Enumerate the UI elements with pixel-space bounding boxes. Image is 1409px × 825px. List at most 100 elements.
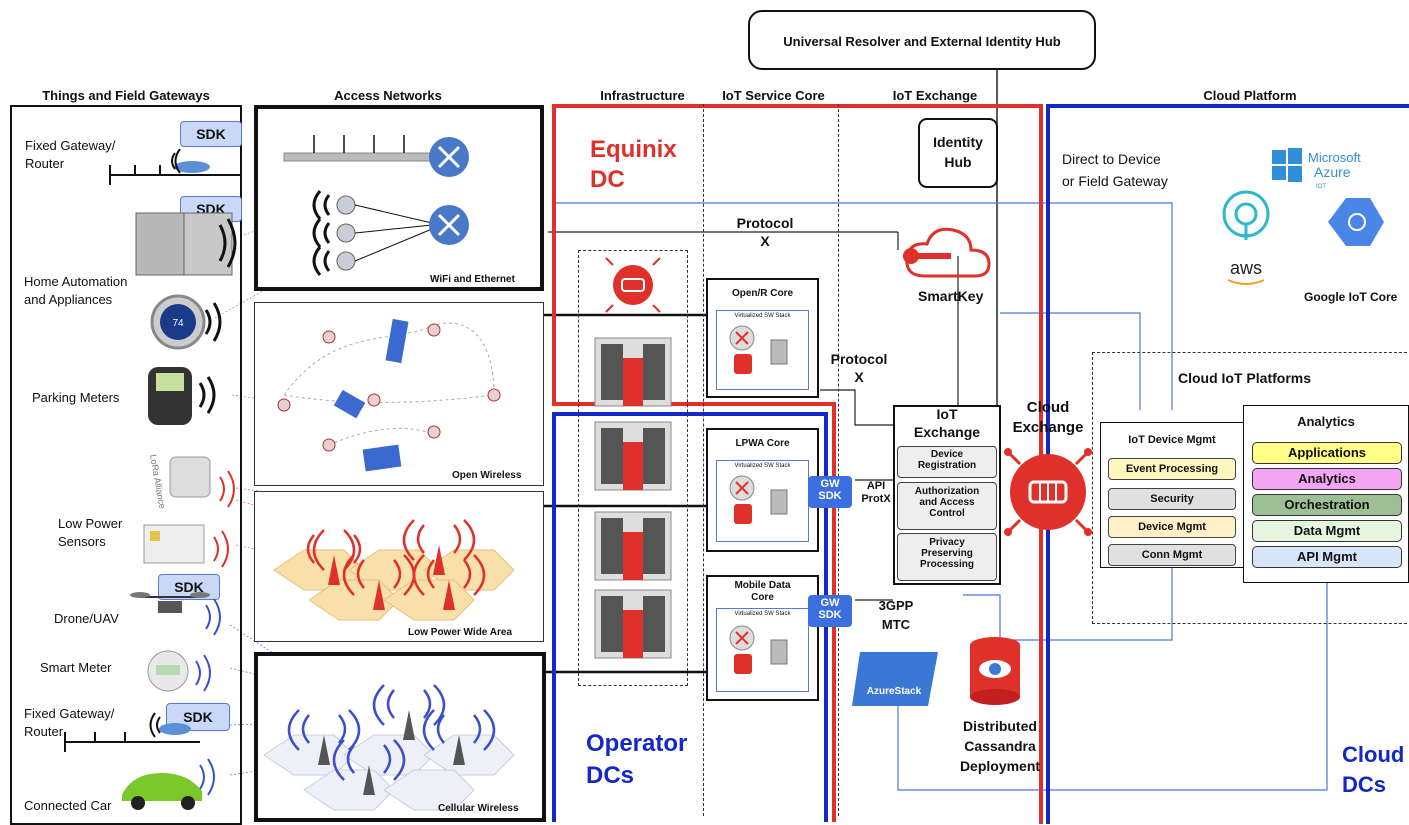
- device-mgmt-item-3: Conn Mgmt: [1108, 544, 1236, 566]
- cloud-dcs-title: Cloud DCs: [1342, 740, 1404, 800]
- car-icon: [122, 758, 215, 810]
- router-icon: [109, 148, 240, 185]
- cloud-exchange-icon: [1004, 448, 1092, 536]
- stack-icons: [729, 325, 788, 674]
- fixed-gateway-label-1: Fixed Gateway/ Router: [25, 138, 116, 171]
- cloud-iot-platforms-frame: [1092, 352, 1409, 624]
- low-power-sensors-label: Low Power Sensors: [58, 516, 123, 549]
- mobile-stack: Virtualized SW Stack: [716, 608, 809, 692]
- drone-icon: [130, 592, 221, 636]
- azurestack-icon: AzureStack: [852, 652, 938, 706]
- header-infrastructure: Infrastructure: [600, 88, 685, 103]
- equinix-logo-icon: [605, 257, 661, 313]
- wifi-router-icons: [312, 190, 469, 276]
- access-network-art: [263, 135, 515, 811]
- google-iot-label: Google IoT Core: [1304, 290, 1398, 304]
- equinix-title-1: Equinix: [590, 136, 677, 163]
- ethernet-bus-icon: [283, 135, 469, 177]
- server-icon-stack: [770, 339, 788, 665]
- database-icon-stack: [734, 354, 752, 674]
- gw-sdk-badge-2: GW SDK: [808, 595, 852, 627]
- parking-meters-label: Parking Meters: [32, 390, 120, 405]
- svg-text:Microsoft: Microsoft: [1308, 150, 1361, 165]
- aws-logo: aws: [1222, 190, 1270, 285]
- connected-car-label: Connected Car: [24, 798, 112, 813]
- router-icon-2: [64, 712, 200, 752]
- header-access: Access Networks: [334, 88, 442, 103]
- analytics-item-1: Analytics: [1252, 468, 1402, 490]
- operator-title: Operator DCs: [586, 728, 687, 792]
- open-r-stack: Virtualized SW Stack: [716, 310, 809, 390]
- wifi-ethernet-label: WiFi and Ethernet: [430, 274, 515, 285]
- identity-hub-label: Identity Hub: [933, 134, 983, 170]
- cloud-dcs-title-1: Cloud: [1342, 742, 1405, 767]
- mesh-nodes: [277, 323, 501, 452]
- iot-exchange-item-2: Privacy Preserving Processing: [897, 533, 997, 581]
- iot-device-mgmt-title: IoT Device Mgmt: [1128, 434, 1216, 446]
- cellular-wireless-label: Cellular Wireless: [438, 803, 519, 814]
- things-icons: 74 LoRa Alliance: [64, 148, 240, 810]
- lpwa-stack-label: Virtualized SW Stack: [734, 463, 791, 469]
- equinix-title: Equinix DC: [590, 135, 677, 195]
- open-r-core-label: Open/R Core: [731, 288, 794, 299]
- smart-meter-icon: [147, 650, 211, 692]
- 3gpp-mtc-label: 3GPP MTC: [878, 598, 914, 632]
- lora-sensor-icon: LoRa Alliance: [148, 454, 235, 510]
- svg-text:Azure: Azure: [1314, 164, 1351, 180]
- smartkey-label: SmartKey: [918, 288, 984, 304]
- svg-text:74: 74: [172, 318, 184, 329]
- iot-exchange-item-1: Authorization and Access Control: [897, 482, 997, 530]
- iot-exchange-item-0: Device Registration: [897, 446, 997, 478]
- home-automation-label: Home Automation and Appliances: [24, 274, 128, 307]
- thermostat-icon: 74: [150, 294, 222, 350]
- lpwa-core-label: LPWA Core: [735, 438, 790, 449]
- wifi-ethernet-panel: [254, 105, 544, 291]
- mobile-stack-label: Virtualized SW Stack: [734, 611, 791, 617]
- cellular-towers: [318, 710, 465, 795]
- cellular-hex-grid: [263, 734, 515, 811]
- analytics-title: Analytics: [1297, 414, 1355, 429]
- iot-exchange-title: IoT Exchange: [913, 406, 981, 440]
- cassandra-database-icon: [970, 637, 1020, 705]
- device-mgmt-item-2: Device Mgmt: [1108, 516, 1236, 538]
- cloud-iot-platforms-label: Cloud IoT Platforms: [1178, 370, 1311, 386]
- open-r-stack-label: Virtualized SW Stack: [734, 313, 791, 319]
- equinix-title-2: DC: [590, 166, 625, 193]
- drone-label: Drone/UAV: [54, 611, 119, 626]
- svg-text:aws: aws: [1230, 258, 1262, 278]
- device-mgmt-item-1: Security: [1108, 488, 1236, 510]
- sdk-badge-gateway-2: SDK: [166, 703, 230, 731]
- lpwa-tower-icons: [306, 519, 486, 596]
- open-wireless-label: Open Wireless: [452, 470, 522, 481]
- parking-meter-icon: [148, 367, 216, 425]
- universal-resolver-box: Universal Resolver and External Identity…: [748, 10, 1096, 70]
- api-protx-label: API ProtX: [861, 480, 891, 505]
- separator-infra: [703, 104, 704, 816]
- equinix-dc-bottom: [552, 402, 836, 406]
- header-things: Things and Field Gateways: [42, 88, 210, 103]
- protocol-x-label-2: Protocol X: [830, 351, 888, 385]
- fixed-gateway-label-2: Fixed Gateway/ Router: [24, 706, 115, 739]
- smart-meter-label: Smart Meter: [40, 660, 112, 675]
- lpwa-label: Low Power Wide Area: [408, 627, 513, 638]
- washer-icon: [135, 212, 237, 276]
- cassandra-label: Distributed Cassandra Deployment: [959, 718, 1041, 774]
- infrastructure-rack-column: [578, 250, 688, 686]
- svg-text:AzureStack: AzureStack: [867, 686, 922, 697]
- sdk-badge-gateway: SDK: [180, 121, 242, 147]
- infrastructure-art: [594, 257, 672, 659]
- smartkey-cloud-icon: [903, 227, 991, 278]
- direct-to-device-label: Direct to Device or Field Gateway: [1062, 151, 1168, 189]
- analytics-item-3: Data Mgmt: [1252, 520, 1402, 542]
- mobile-core-label: Mobile Data Core: [734, 580, 791, 603]
- analytics-item-0: Applications: [1252, 442, 1402, 464]
- cloud-dcs-title-2: DCs: [1342, 772, 1387, 797]
- separator-service: [838, 104, 839, 816]
- cellular-tower-icons: [287, 684, 496, 781]
- operator-title-1: Operator: [586, 730, 688, 757]
- header-service-core: IoT Service Core: [722, 88, 825, 103]
- microsoft-azure-logo: Microsoft Azure IOT: [1272, 148, 1361, 190]
- sensor-box-icon: [143, 524, 229, 568]
- cloud-provider-logos: Microsoft Azure IOT aws: [1222, 148, 1384, 285]
- solar-panels: [333, 318, 409, 472]
